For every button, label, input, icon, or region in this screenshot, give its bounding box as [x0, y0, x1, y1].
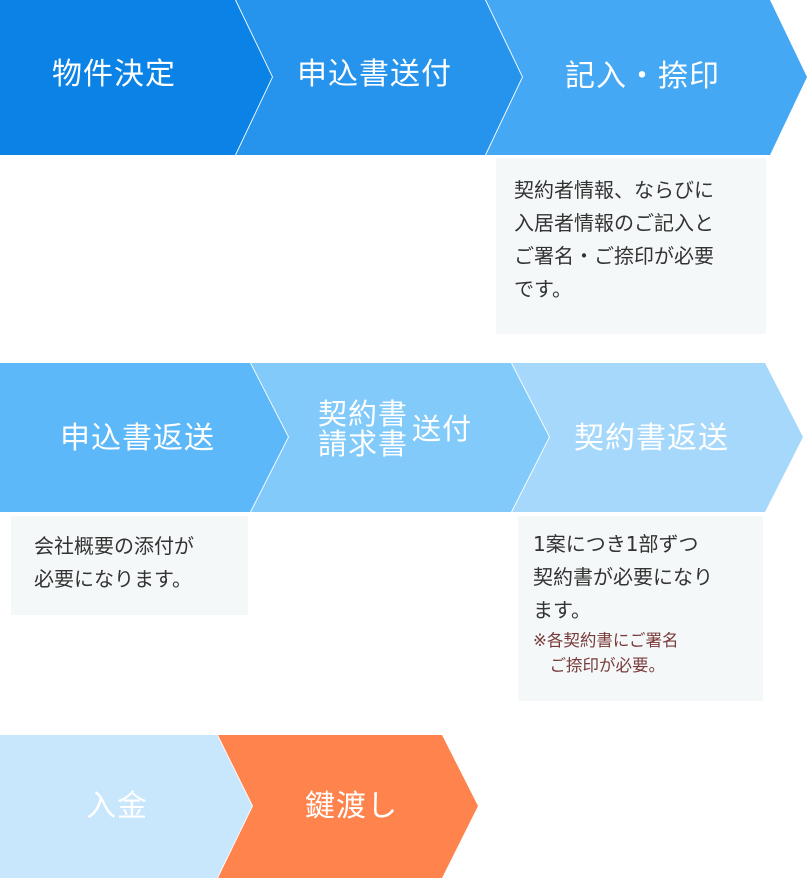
note-line: 会社概要の添付が: [34, 534, 194, 558]
note-line: 必要になります。: [34, 567, 192, 591]
step-label-bukken-kettei: 物件決定: [52, 57, 176, 92]
note-line: 入居者情報のご記入と: [514, 211, 714, 235]
note-kinyu-natsuin: 契約者情報、ならびに 入居者情報のご記入と ご署名・ご捺印が必要 です。: [496, 158, 766, 334]
note-keiyakusho-hensou: 1案につき1部ずつ 契約書が必要になり ます。 ※各契約書にご署名 ご捺印が必要…: [518, 516, 763, 701]
step-arrow-bukken-kettei: [0, 0, 272, 155]
step-arrow-keiyakusho-hensou: [512, 363, 803, 512]
flow-row-3: [0, 735, 478, 878]
step-arrow-moushikomisho-soufu: [236, 0, 522, 155]
note-line: ご署名・ご捺印が必要: [514, 244, 714, 268]
note-moushikomisho-hensou: 会社概要の添付が 必要になります。: [11, 516, 248, 615]
note-line: です。: [514, 277, 572, 301]
step-label-keiyakusho-seikyusho-soufu: 契約書 請求書 送付: [318, 399, 472, 460]
note-subnote-line: ※各契約書にご署名: [533, 631, 679, 650]
note-line: 契約書が必要になり: [533, 565, 713, 589]
step-label-soufu: 送付: [412, 411, 473, 446]
step-arrow-nyukin: [0, 735, 252, 878]
step-arrow-kagiwatashi: [218, 735, 478, 878]
step-label-moushikomisho-hensou: 申込書返送: [60, 421, 215, 456]
step-label-stack: 契約書 請求書: [318, 399, 408, 460]
flow-row-1: [0, 0, 807, 155]
note-line: ます。: [533, 598, 591, 622]
step-label-nyukin: 入金: [86, 789, 148, 824]
step-label-moushikomisho-soufu: 申込書送付: [297, 57, 452, 92]
note-subnote-line: ご捺印が必要。: [533, 656, 666, 675]
step-label-keiyakusho-hensou: 契約書返送: [574, 421, 729, 456]
step-label-kinyu-natsuin: 記入・捺印: [565, 59, 720, 94]
step-label-keiyakusho: 契約書: [318, 397, 409, 431]
step-arrow-keiyakusho-seikyusho-soufu: [251, 363, 549, 512]
flow-row-2: [0, 363, 803, 512]
step-arrow-moushikomisho-hensou: [0, 363, 288, 512]
note-line: 1案につき1部ずつ: [533, 532, 699, 556]
note-line: 契約者情報、ならびに: [514, 178, 714, 202]
step-label-seikyusho: 請求書: [318, 427, 409, 462]
step-arrow-kinyu-natsuin: [486, 0, 807, 155]
step-label-kagiwatashi: 鍵渡し: [305, 789, 398, 824]
